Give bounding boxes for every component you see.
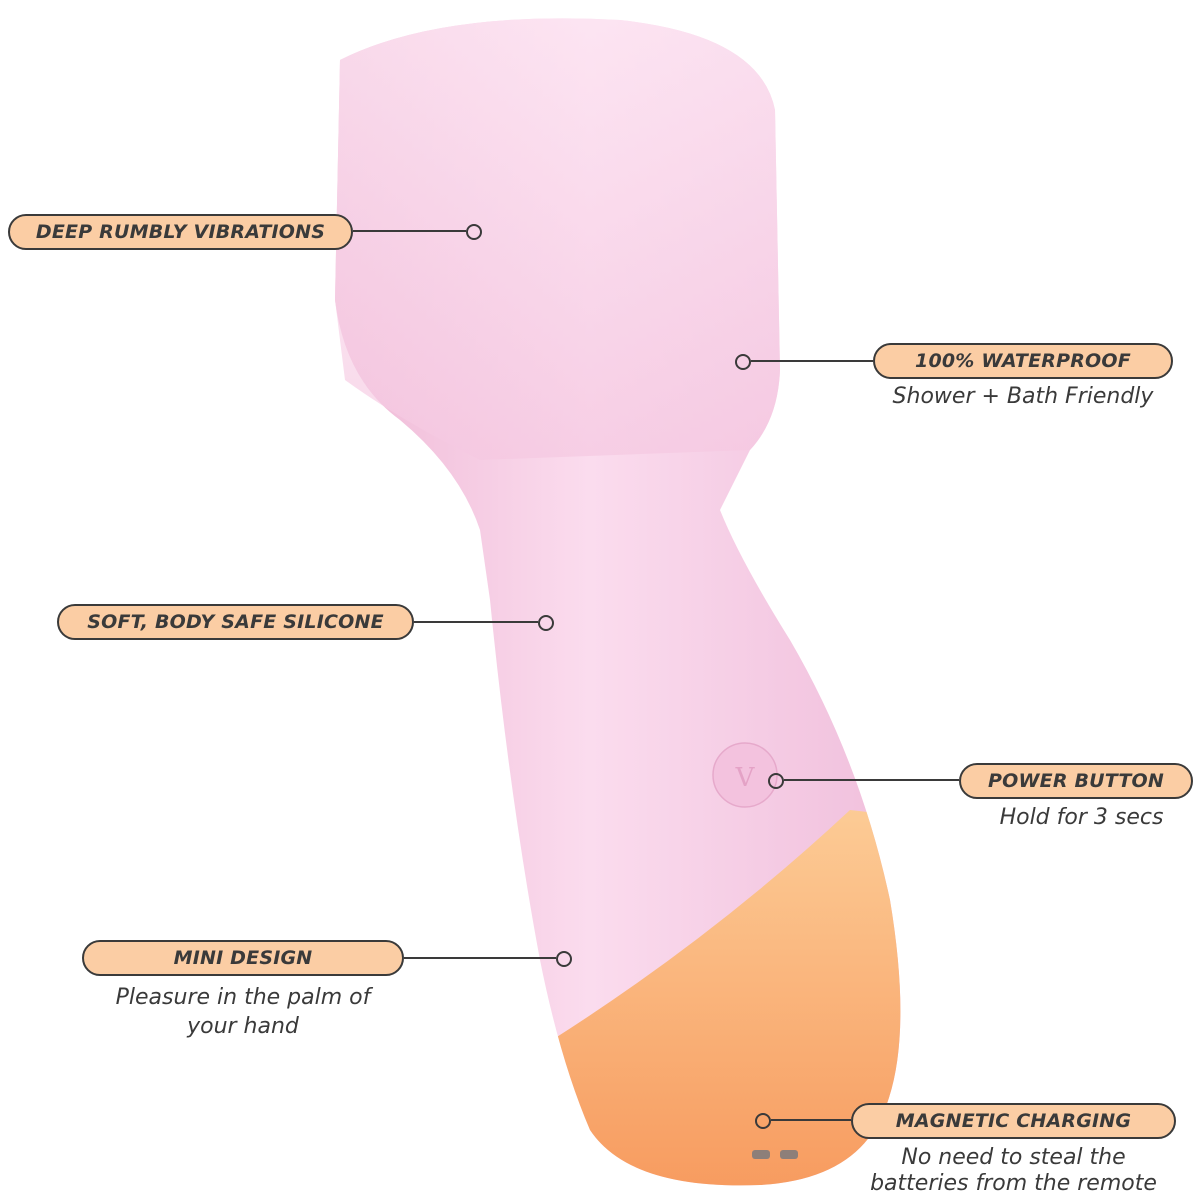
charging-contact-icon bbox=[752, 1150, 770, 1159]
feature-label-silicone: SOFT, BODY SAFE SILICONE bbox=[57, 604, 414, 640]
svg-text:V: V bbox=[735, 763, 756, 793]
callout-dot bbox=[556, 951, 572, 967]
callout-line bbox=[771, 1119, 851, 1121]
callout-line bbox=[751, 360, 873, 362]
callout-line bbox=[404, 957, 556, 959]
feature-label-mini: MINI DESIGN bbox=[82, 940, 404, 976]
feature-label-waterproof: 100% WATERPROOF bbox=[873, 343, 1173, 379]
wand-base bbox=[520, 810, 901, 1186]
feature-subtitle-charging-line2: batteries from the remote bbox=[870, 1171, 1157, 1196]
feature-subtitle-power: Hold for 3 secs bbox=[999, 805, 1164, 830]
feature-label-charging: MAGNETIC CHARGING bbox=[851, 1103, 1176, 1139]
callout-dot bbox=[735, 354, 751, 370]
feature-label-vibrations: DEEP RUMBLY VIBRATIONS bbox=[8, 214, 353, 250]
feature-label-power: POWER BUTTON bbox=[959, 763, 1193, 799]
callout-dot bbox=[538, 615, 554, 631]
callout-dot bbox=[768, 773, 784, 789]
callout-dot bbox=[466, 224, 482, 240]
charging-contact-icon bbox=[780, 1150, 798, 1159]
callout-dot bbox=[755, 1113, 771, 1129]
callout-line bbox=[353, 230, 466, 232]
feature-subtitle-charging-line1: No need to steal the bbox=[901, 1145, 1126, 1170]
feature-subtitle-waterproof: Shower + Bath Friendly bbox=[892, 384, 1154, 409]
feature-subtitle-mini-line1: Pleasure in the palm of bbox=[115, 985, 371, 1010]
feature-subtitle-mini-line2: your hand bbox=[187, 1014, 299, 1039]
callout-line bbox=[784, 779, 959, 781]
wand-head bbox=[335, 18, 780, 460]
callout-line bbox=[414, 621, 538, 623]
